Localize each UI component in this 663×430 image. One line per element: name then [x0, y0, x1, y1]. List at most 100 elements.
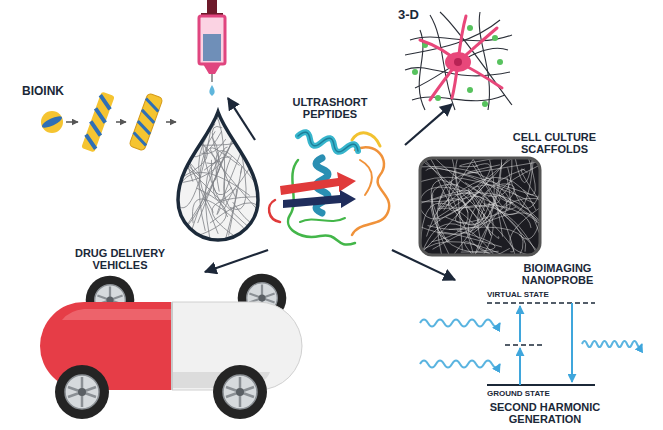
syringe	[203, 64, 221, 74]
fibre-mesh	[465, 242, 506, 255]
neuron-culture	[479, 12, 489, 110]
peptide-assembly	[83, 95, 114, 149]
neuron-culture	[454, 58, 462, 66]
fibre-mesh	[428, 160, 495, 230]
energy-diagram	[505, 344, 545, 346]
syringe	[199, 0, 225, 96]
protein-ribbon	[269, 132, 389, 244]
neuron-culture	[405, 12, 512, 110]
fibre-mesh	[474, 198, 540, 255]
protein-ribbon	[298, 132, 358, 152]
fibre-mesh	[465, 183, 540, 255]
peptide-assembly	[131, 99, 161, 146]
bioink-droplet	[170, 105, 264, 243]
energy-diagram	[487, 384, 595, 386]
protein-ribbon	[300, 218, 345, 222]
fibre-mesh	[521, 169, 540, 209]
neuron-culture	[482, 101, 488, 107]
application-node: BIOINK	[14, 80, 228, 102]
energy-diagram	[582, 341, 642, 347]
neuron-culture	[412, 95, 505, 101]
scaffold-micrograph	[420, 158, 540, 255]
peptide-assembly	[166, 121, 176, 123]
annotation-label: VIRTUAL STATE	[487, 290, 549, 300]
fibre-mesh	[455, 198, 515, 223]
neuron-culture	[412, 69, 418, 75]
peptide-assembly	[41, 114, 64, 130]
capsule-car	[40, 274, 302, 419]
annotation-label: GROUND STATE	[487, 389, 550, 399]
peptide-assembly	[81, 91, 115, 152]
peptide-assembly	[41, 111, 63, 133]
connector-arrow	[392, 250, 455, 280]
neuron-culture	[445, 52, 471, 72]
node-label: DRUG DELIVERY VEHICLES	[63, 247, 177, 271]
droplet-mesh	[205, 157, 229, 240]
fibre-mesh	[449, 227, 526, 252]
droplet-mesh	[170, 105, 264, 243]
fibre-mesh	[421, 203, 479, 249]
fibre-mesh	[431, 180, 440, 222]
neuron-culture	[467, 87, 473, 93]
energy-diagram	[487, 302, 595, 304]
connector-arrow	[405, 104, 452, 145]
protein-ribbon	[298, 132, 358, 152]
fibre-mesh	[432, 193, 539, 220]
neuron-culture	[415, 48, 508, 88]
fibre-mesh	[438, 179, 490, 225]
capsule-car	[213, 365, 267, 419]
droplet-mesh	[187, 147, 227, 243]
syringe	[209, 85, 214, 96]
node-label: CELL CULTURE SCAFFOLDS	[505, 131, 605, 155]
protein-ribbon	[352, 147, 389, 235]
neuron-culture	[420, 16, 502, 100]
hub-node: ULTRASHORT PEPTIDES	[255, 94, 405, 250]
fibre-mesh	[468, 188, 491, 236]
scaffold-micrograph	[410, 149, 549, 264]
fibre-mesh	[467, 161, 540, 173]
node-label: BIOIMAGING NANOPROBE	[506, 262, 610, 286]
droplet-mesh	[224, 156, 233, 211]
capsule-car	[62, 309, 172, 320]
fibre-mesh	[461, 177, 536, 210]
neuron-culture	[405, 12, 512, 110]
protein-ribbon	[283, 190, 356, 208]
bioink-droplet	[178, 112, 258, 240]
neuron-culture	[440, 12, 512, 105]
fibre-mesh	[457, 231, 495, 253]
protein-ribbon	[269, 200, 280, 222]
syringe	[203, 34, 221, 61]
droplet-mesh	[211, 160, 231, 195]
peptide-assembly	[66, 121, 78, 123]
peptide-assembly	[129, 93, 163, 151]
neuron-culture	[435, 95, 441, 101]
neuron-culture	[467, 25, 473, 31]
energy-diagram	[420, 361, 500, 368]
annotation-label: SECOND HARMONIC GENERATION	[485, 401, 605, 425]
energy-diagram	[519, 348, 521, 385]
neuron-culture	[492, 35, 498, 41]
application-node: BIOIMAGING NANOPROBE	[455, 260, 660, 288]
fibre-mesh	[420, 242, 509, 255]
droplet-mesh	[173, 172, 250, 212]
fibre-mesh	[473, 185, 540, 255]
application-node: CELL CULTURE SCAFFOLDS	[452, 100, 657, 158]
droplet-mesh	[229, 166, 242, 235]
syringe	[199, 16, 225, 64]
peptide-assembly	[81, 91, 115, 152]
peptide-assembly	[116, 121, 126, 123]
droplet-mesh	[186, 156, 219, 234]
peptide-assembly	[41, 91, 176, 152]
droplet-mesh	[199, 131, 215, 231]
connector-arrow	[228, 98, 255, 140]
protein-ribbon	[360, 160, 372, 195]
energy-diagram	[420, 303, 642, 385]
connector-arrow	[205, 250, 268, 272]
protein-ribbon	[280, 172, 356, 195]
energy-diagram	[571, 303, 573, 382]
application-node: DRUG DELIVERY VEHICLES	[35, 242, 205, 276]
energy-diagram	[420, 320, 500, 327]
